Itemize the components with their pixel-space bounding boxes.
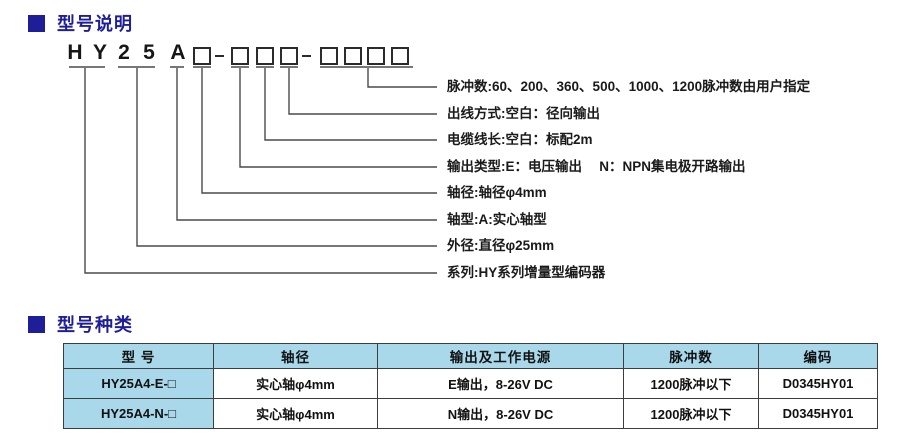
model-code-char: H: [67, 41, 83, 64]
table-cell: D0345HY01: [758, 368, 878, 399]
section-header-model-description: 型号说明: [28, 10, 133, 36]
table-header-cell: 脉冲数: [623, 343, 759, 369]
callout-outer-diameter: 外径:直径φ25mm: [447, 238, 555, 253]
model-code-box: [193, 47, 211, 65]
table-cell: N输出，8-26V DC: [377, 398, 624, 429]
model-code-box: [344, 47, 362, 65]
model-code-char: A: [170, 41, 186, 64]
table-header-cell: 编码: [758, 343, 878, 369]
table-cell-model: HY25A4-E-□: [63, 368, 214, 399]
table-head: 型 号轴径输出及工作电源脉冲数编码: [63, 343, 878, 369]
table-cell: 实心轴φ4mm: [213, 398, 378, 429]
section-header-model-types: 型号种类: [28, 311, 133, 337]
model-code-char: 5: [143, 41, 155, 64]
callout-lines: [69, 66, 437, 274]
callout-series: 系列:HY系列增量型编码器: [447, 265, 606, 280]
model-code-box: [320, 47, 338, 65]
callout-output-type: 输出类型:E：电压输出 N：NPN集电极开路输出: [447, 159, 746, 174]
table-header-cell: 输出及工作电源: [377, 343, 624, 369]
table-cell: E输出，8-26V DC: [377, 368, 624, 399]
callout-outlet-mode: 出线方式:空白：径向输出: [447, 106, 600, 121]
model-code-box: [231, 47, 249, 65]
callout-shaft-type: 轴型:A:实心轴型: [447, 212, 547, 227]
model-code-char: Y: [92, 41, 107, 64]
model-code-char: 2: [118, 41, 130, 64]
model-code-box: [256, 47, 274, 65]
callout-shaft-diameter: 轴径:轴径φ4mm: [447, 185, 547, 200]
section-bullet-icon: [28, 315, 45, 333]
section-title-model-types: 型号种类: [57, 315, 133, 335]
table-header-row: 型 号轴径输出及工作电源脉冲数编码: [63, 343, 878, 369]
model-code-dash: [215, 55, 224, 58]
table-cell: 1200脉冲以下: [623, 368, 759, 399]
callout-cable-length: 电缆线长:空白：标配2m: [447, 132, 593, 147]
model-code-box: [391, 47, 409, 65]
section-title-model-description: 型号说明: [57, 14, 133, 34]
table-cell: 实心轴φ4mm: [213, 368, 378, 399]
callout-pulse-count: 脉冲数:60、200、360、500、1000、1200脉冲数由用户指定: [447, 79, 811, 94]
table-cell: 1200脉冲以下: [623, 398, 759, 429]
table-cell: D0345HY01: [758, 398, 878, 429]
section-bullet-icon: [28, 14, 45, 32]
model-code-dash: [302, 55, 311, 58]
table-cell-model: HY25A4-N-□: [63, 398, 214, 429]
table-header-cell: 型 号: [63, 343, 214, 369]
model-code-box: [367, 47, 385, 65]
model-code-box: [280, 47, 298, 65]
table-header-cell: 轴径: [213, 343, 378, 369]
